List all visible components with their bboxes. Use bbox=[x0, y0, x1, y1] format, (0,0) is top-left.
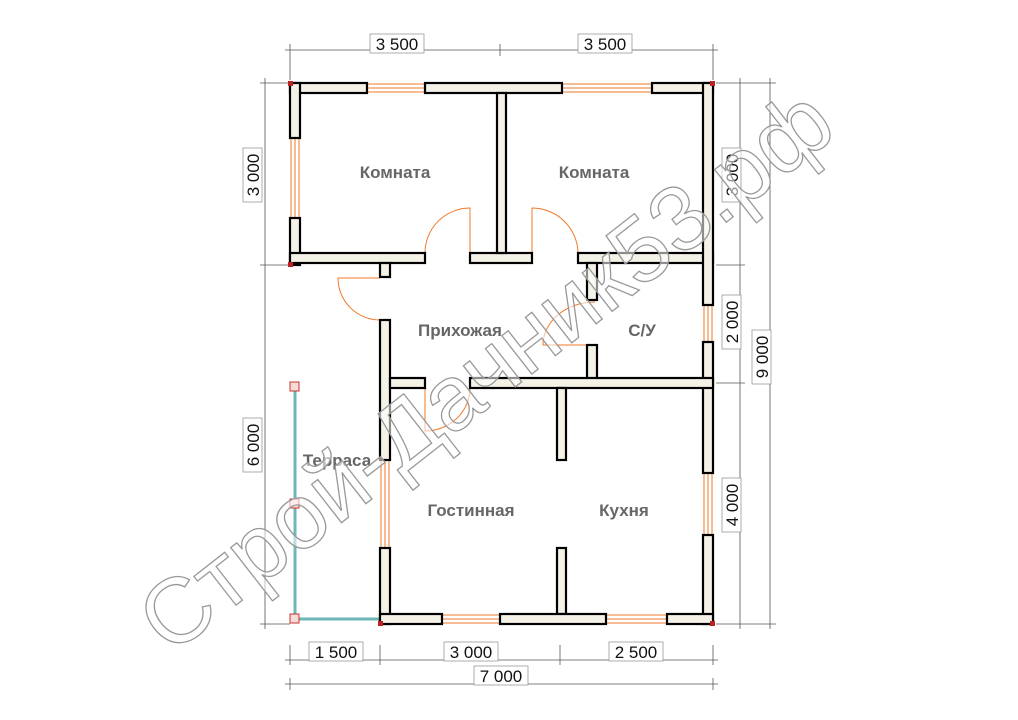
terrace-railing bbox=[289, 381, 380, 624]
svg-text:7 000: 7 000 bbox=[480, 667, 523, 686]
dim-bottom-3: 2 500 bbox=[608, 641, 664, 662]
room-label-room2: Комната bbox=[559, 163, 630, 182]
svg-text:3 000: 3 000 bbox=[723, 154, 742, 197]
doors bbox=[337, 207, 596, 432]
svg-text:2 000: 2 000 bbox=[723, 301, 742, 344]
door-room1 bbox=[424, 207, 471, 254]
svg-text:3 000: 3 000 bbox=[450, 643, 493, 662]
watermark: Строй-Дачник53.рф bbox=[120, 69, 852, 672]
door-bathroom bbox=[542, 301, 596, 346]
dim-bottom-2: 3 000 bbox=[443, 641, 499, 662]
svg-text:2 500: 2 500 bbox=[615, 643, 658, 662]
dim-left-1: 3 000 bbox=[242, 147, 263, 203]
dim-right-total: 9 000 bbox=[751, 329, 772, 385]
room-label-living: Гостинная bbox=[427, 501, 514, 520]
svg-text:3 000: 3 000 bbox=[244, 154, 263, 197]
terrace-post bbox=[289, 381, 300, 392]
room-label-terrace: Терраса bbox=[303, 451, 372, 470]
door-entrance bbox=[337, 277, 381, 321]
room-label-hall: Прихожая bbox=[418, 321, 502, 340]
dim-right-3: 4 000 bbox=[721, 477, 742, 533]
room-label-room1: Комната bbox=[360, 163, 431, 182]
room-label-kitchen: Кухня bbox=[599, 501, 649, 520]
walls bbox=[288, 81, 715, 626]
dim-right-2: 2 000 bbox=[721, 294, 742, 350]
dim-right-1: 3 000 bbox=[721, 147, 742, 203]
dim-left-2: 6 000 bbox=[242, 417, 263, 473]
room-label-bathroom: С/У bbox=[628, 321, 656, 340]
dim-bottom-total: 7 000 bbox=[473, 665, 529, 686]
svg-text:6 000: 6 000 bbox=[244, 424, 263, 467]
dim-bottom-1: 1 500 bbox=[308, 641, 364, 662]
svg-text:4 000: 4 000 bbox=[723, 484, 742, 527]
svg-text:9 000: 9 000 bbox=[753, 336, 772, 379]
door-living bbox=[424, 387, 471, 432]
svg-text:3 500: 3 500 bbox=[376, 35, 419, 54]
svg-text:1 500: 1 500 bbox=[315, 643, 358, 662]
dim-top-2: 3 500 bbox=[577, 33, 633, 54]
door-room2 bbox=[531, 207, 579, 254]
terrace-post bbox=[289, 613, 300, 624]
dim-top-1: 3 500 bbox=[369, 33, 425, 54]
terrace-post bbox=[289, 498, 300, 509]
svg-text:3 500: 3 500 bbox=[584, 35, 627, 54]
